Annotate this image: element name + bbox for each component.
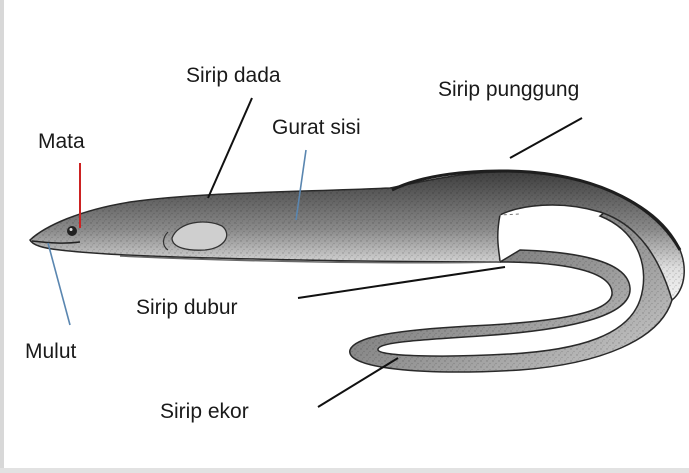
label-sirip-punggung: Sirip punggung [438, 78, 579, 101]
label-mulut: Mulut [25, 340, 77, 363]
label-sirip-ekor: Sirip ekor [160, 400, 249, 423]
bottom-edge-shadow [0, 468, 689, 473]
eye-highlight [70, 228, 73, 231]
left-edge-shadow [0, 0, 4, 473]
eye [67, 226, 77, 236]
label-mata: Mata [38, 130, 85, 153]
label-sirip-dubur: Sirip dubur [136, 296, 238, 319]
label-sirip-dada: Sirip dada [186, 64, 281, 87]
label-gurat-sisi: Gurat sisi [272, 116, 361, 139]
